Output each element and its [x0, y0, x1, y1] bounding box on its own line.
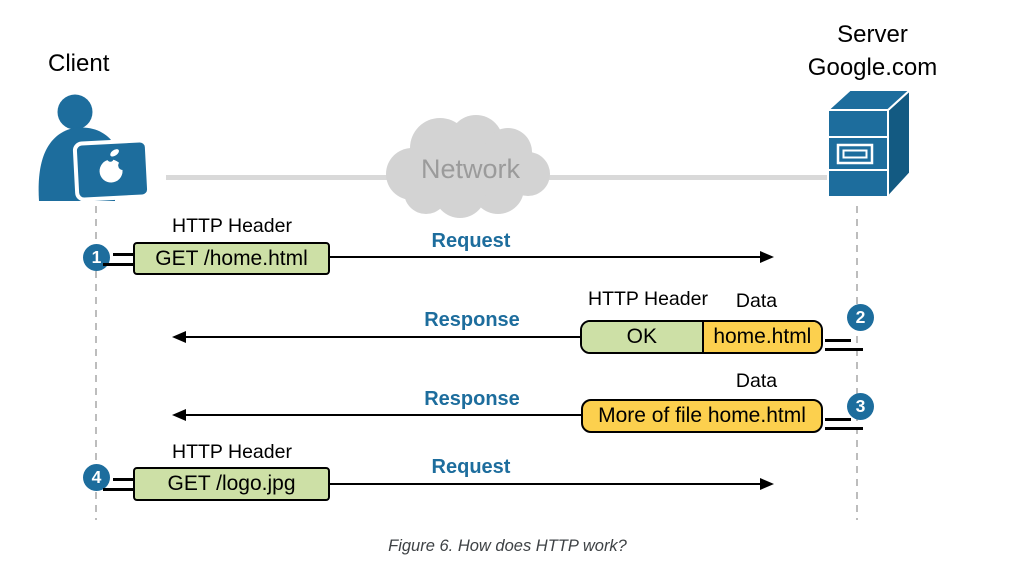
- step-badge-4: 4: [83, 464, 110, 491]
- figure-caption: Figure 6. How does HTTP work?: [388, 537, 627, 555]
- response-arrow-3: [185, 413, 581, 417]
- trail-line: [113, 253, 133, 256]
- arrowhead-left-icon: [172, 330, 186, 343]
- server-label-line2: Google.com: [807, 54, 938, 81]
- request-arrow-1: [330, 255, 761, 259]
- arrowhead-left-icon: [172, 408, 186, 421]
- trail-line: [825, 339, 851, 342]
- request-label-4: Request: [431, 456, 511, 478]
- http-header-label-1: HTTP Header: [172, 215, 292, 237]
- server-icon: [827, 89, 911, 198]
- step-badge-2: 2: [847, 304, 874, 331]
- step-badge-3: 3: [847, 393, 874, 420]
- trail-line: [103, 488, 133, 491]
- data-label-2: Data: [735, 290, 778, 312]
- client-lifeline: [94, 206, 97, 520]
- request-box-1: GET /home.html: [133, 242, 330, 275]
- person-at-laptop-icon: [38, 94, 152, 202]
- data-label-3: Data: [735, 370, 778, 392]
- request-arrow-4: [330, 482, 761, 486]
- response-data-cell: home.html: [703, 322, 821, 352]
- response-box-2: OK home.html: [580, 320, 823, 354]
- server-lifeline: [855, 206, 858, 520]
- response-box-3: More of file home.html: [581, 399, 823, 433]
- response-label-2: Response: [424, 309, 520, 331]
- arrowhead-right-icon: [760, 477, 774, 490]
- step-badge-1: 1: [83, 244, 110, 271]
- client-label: Client: [48, 50, 110, 77]
- request-box-4: GET /logo.jpg: [133, 467, 330, 501]
- trail-line: [825, 348, 863, 351]
- network-label: Network: [420, 154, 521, 184]
- request-label-1: Request: [431, 230, 511, 252]
- response-label-3: Response: [424, 388, 520, 410]
- server-label-line1: Server: [837, 21, 908, 48]
- server-label: Server Google.com: [780, 18, 965, 84]
- trail-line: [825, 427, 863, 430]
- http-header-label-2: HTTP Header: [588, 288, 708, 310]
- cloud-icon: [386, 115, 550, 218]
- arrowhead-right-icon: [760, 250, 774, 263]
- trail-line: [113, 478, 133, 481]
- response-arrow-2: [185, 335, 580, 339]
- http-header-label-4: HTTP Header: [172, 441, 292, 463]
- trail-line: [103, 263, 133, 266]
- response-header-cell: OK: [582, 322, 704, 352]
- trail-line: [825, 418, 851, 421]
